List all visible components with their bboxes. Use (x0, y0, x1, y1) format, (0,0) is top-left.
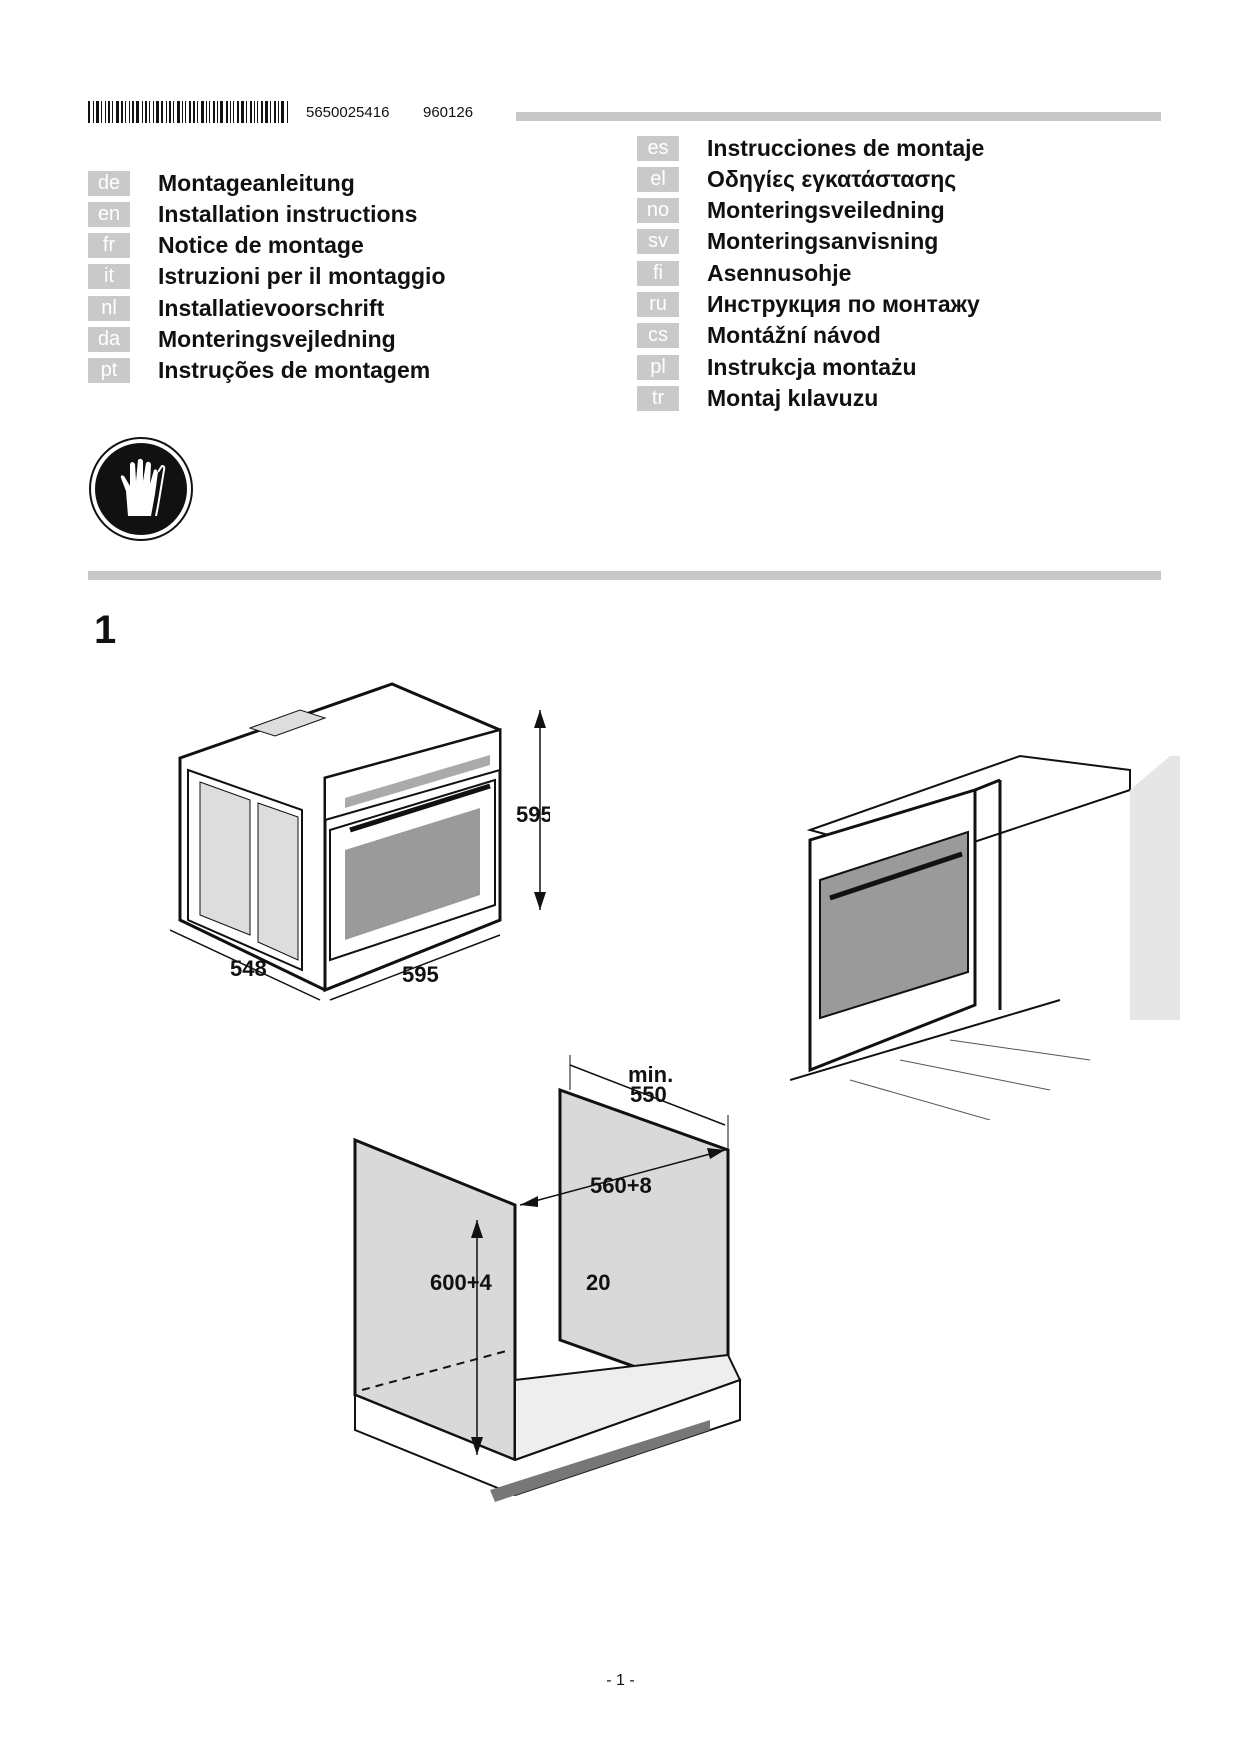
divider-section (88, 571, 1161, 580)
cabinet-dimension-diagram: min. 550 560+8 600+4 20 (353, 1055, 742, 1502)
language-code-badge: fr (88, 233, 130, 259)
oven-depth-label: 548 (230, 956, 267, 981)
language-item-pt: pt Instruções de montagem (88, 357, 430, 385)
language-title: Asennusohje (707, 259, 852, 286)
language-item-nl: nl Installatievoorschrift (88, 294, 384, 322)
language-code-badge: nl (88, 295, 130, 321)
oven-height-label: 595 (516, 802, 550, 827)
language-title: Installatievoorschrift (158, 294, 385, 321)
language-title: Instruções de montagem (158, 357, 431, 384)
language-code-badge: es (637, 135, 679, 161)
cabinet-width-label: 560+8 (590, 1173, 652, 1198)
language-title: Monteringsanvisning (707, 228, 939, 255)
article-number: 5650025416 (306, 104, 390, 121)
language-title: Инструкция по монтажу (707, 291, 980, 317)
language-code-badge: tr (637, 385, 679, 411)
language-code-badge: el (637, 166, 679, 192)
oven-width-label: 595 (402, 962, 439, 987)
language-title: Monteringsveiledning (707, 197, 945, 224)
language-item-it: it Istruzioni per il montaggio (88, 263, 446, 291)
cabinet-depth-min-label: min. (628, 1062, 673, 1087)
gloves-icon (88, 436, 194, 542)
language-item-pl: pl Instrukcja montażu (637, 353, 917, 381)
language-item-en: en Installation instructions (88, 200, 417, 228)
language-code-badge: no (637, 198, 679, 224)
language-code-badge: pl (637, 354, 679, 380)
language-title: Instrukcja montażu (707, 353, 917, 380)
language-item-de: de Montageanleitung (88, 169, 355, 197)
language-code-badge: da (88, 327, 130, 352)
installed-oven-diagram (790, 754, 1180, 1120)
language-item-el: el Οδηγίες εγκατάστασης (637, 165, 956, 193)
oven-dimension-diagram: 595 548 595 (170, 682, 550, 1001)
language-item-da: da Monteringsvejledning (88, 326, 396, 354)
language-title: Installation instructions (158, 200, 418, 227)
language-item-fr: fr Notice de montage (88, 232, 364, 260)
language-title: Montážní návod (707, 322, 881, 349)
language-code-badge: pt (88, 358, 130, 384)
cabinet-height-label: 600+4 (430, 1270, 493, 1295)
language-code-badge: fi (637, 260, 679, 286)
language-code-badge: ru (637, 292, 679, 317)
language-title: Montageanleitung (158, 169, 355, 196)
language-code-badge: cs (637, 323, 679, 349)
language-item-fi: fi Asennusohje (637, 259, 851, 287)
page-number: - 1 - (606, 1672, 635, 1689)
language-item-es: es Instrucciones de montaje (637, 134, 984, 162)
figure-number: 1 (94, 608, 117, 652)
language-item-no: no Monteringsveiledning (637, 197, 945, 225)
language-code-badge: sv (637, 229, 679, 255)
cabinet-gap-label: 20 (586, 1270, 610, 1295)
cabinet-depth-label: 550 (630, 1082, 667, 1107)
language-title: Οδηγίες εγκατάστασης (707, 165, 957, 192)
language-item-sv: sv Monteringsanvisning (637, 228, 938, 256)
language-title: Istruzioni per il montaggio (158, 263, 446, 290)
language-title: Montaj kılavuzu (707, 384, 879, 411)
barcode (88, 101, 306, 123)
language-code-badge: it (88, 264, 130, 290)
language-item-tr: tr Montaj kılavuzu (637, 384, 878, 412)
language-title: Instrucciones de montaje (707, 134, 985, 161)
language-title: Monteringsvejledning (158, 326, 396, 352)
date-code: 960126 (423, 104, 474, 121)
language-item-cs: cs Montážní návod (637, 322, 881, 350)
language-title: Notice de montage (158, 232, 364, 259)
language-code-badge: en (88, 201, 130, 227)
language-item-ru: ru Инструкция по монтажу (637, 291, 980, 319)
language-code-badge: de (88, 170, 130, 196)
divider-top (516, 112, 1161, 121)
